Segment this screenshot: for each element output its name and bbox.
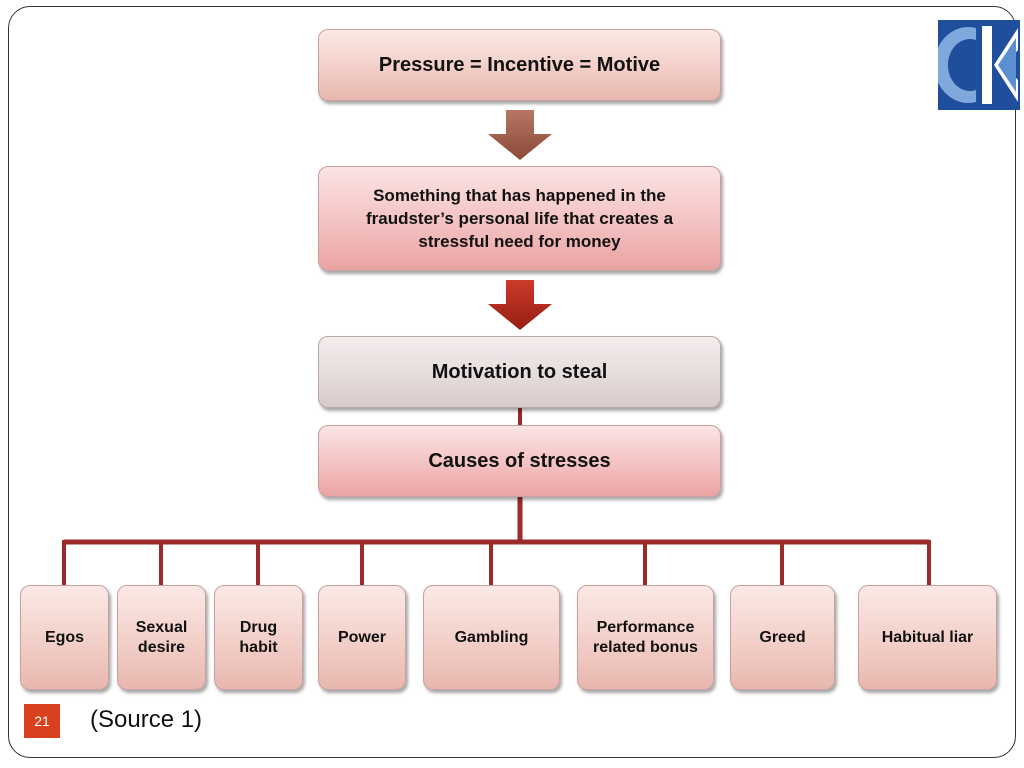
cause-gambling: Gambling [423,585,560,690]
cause-performance-related-bonus: Performance related bonus [577,585,714,690]
source-note: (Source 1) [90,706,203,733]
cause-greed: Greed [730,585,835,690]
ck-logo-icon [938,20,1020,110]
down-arrow-icon [488,110,552,160]
cause-drug-habit: Drug habit [214,585,303,690]
page-number-badge: 21 [24,704,60,738]
stressful-need-description-box: Something that has happened in the fraud… [318,166,721,271]
cause-habitual-liar: Habitual liar [858,585,997,690]
slide-frame [8,6,1016,758]
cause-sexual-desire: Sexual desire [117,585,206,690]
cause-power: Power [318,585,406,690]
motivation-to-steal-box: Motivation to steal [318,336,721,408]
pressure-incentive-motive-box: Pressure = Incentive = Motive [318,29,721,101]
cause-egos: Egos [20,585,109,690]
down-arrow-icon [488,280,552,330]
causes-of-stresses-box: Causes of stresses [318,425,721,497]
